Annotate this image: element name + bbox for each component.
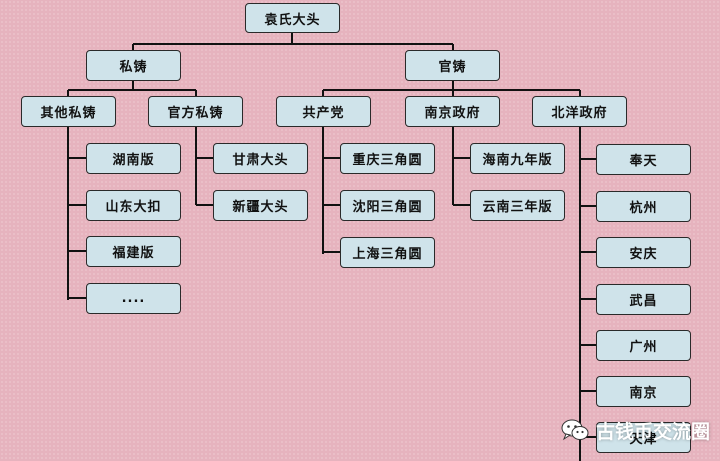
hangzhou-node: 杭州 [596,191,691,222]
nanjing-gov-node: 南京政府 [405,96,500,127]
nanjing-node: 南京 [596,376,691,407]
communist-party-node: 共产党 [276,96,371,127]
fujian-node: 福建版 [86,236,181,267]
root-node: 袁氏大头 [245,3,340,33]
chongqing-node: 重庆三角圆 [340,143,435,174]
yunnan-node: 云南三年版 [470,190,565,221]
other-private-node: 其他私铸 [21,96,116,127]
private-mint-node: 私铸 [86,50,181,81]
hainan-node: 海南九年版 [470,143,565,174]
official-private-node: 官方私铸 [148,96,243,127]
watermark: 古钱币交流圈 [560,414,710,446]
xinjiang-node: 新疆大头 [213,190,308,221]
ellipsis-node: .... [86,283,181,314]
hunan-node: 湖南版 [86,143,181,174]
official-mint-node: 官铸 [405,50,500,81]
shanghai-node: 上海三角圆 [340,237,435,268]
tianjin-node: 天津 [596,422,691,453]
guangzhou-node: 广州 [596,330,691,361]
gansu-node: 甘肃大头 [213,143,308,174]
watermark-text: 古钱币交流圈 [595,420,710,443]
beiyang-gov-node: 北洋政府 [532,96,627,127]
anqing-node: 安庆 [596,237,691,268]
shenyang-node: 沈阳三角圆 [340,190,435,221]
shandong-node: 山东大扣 [86,190,181,221]
wuchang-node: 武昌 [596,284,691,315]
wechat-icon [561,419,589,441]
fengtian-node: 奉天 [596,144,691,175]
